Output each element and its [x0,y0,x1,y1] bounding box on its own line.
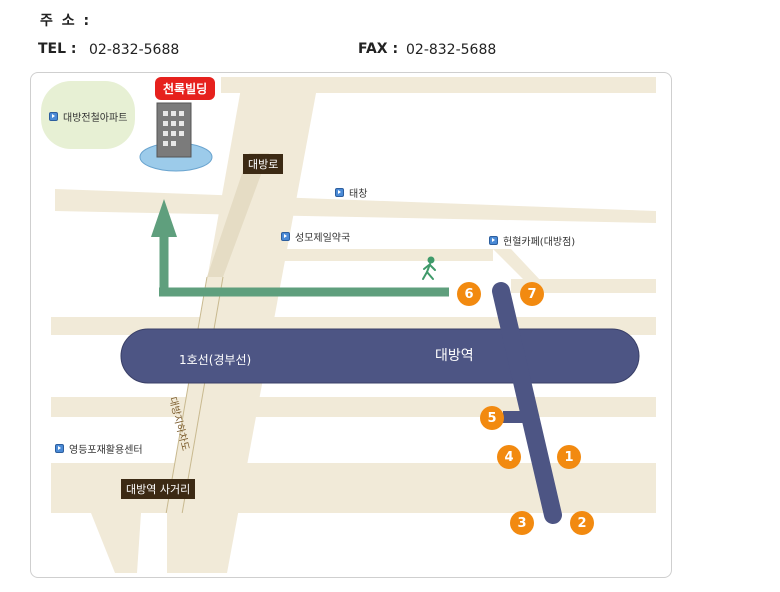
poi-bullet-icon [489,236,498,245]
road-pharmacy [261,249,493,261]
walking-person-icon [422,256,436,280]
tel-value: 02-832-5688 [89,42,180,58]
road-label-intersection: 대방역 사거리 [121,479,196,499]
fax-value: 02-832-5688 [406,42,497,58]
exit-6: 6 [457,282,481,306]
underpass-exit [137,513,167,573]
exit-2: 2 [570,511,594,535]
exit-4: 4 [497,445,521,469]
map-graphics [41,77,656,573]
tel-label: TEL : [38,41,77,57]
poi-recycle-center: 영등포재활용센터 [55,441,143,456]
poi-bullet-icon [55,444,64,453]
exit-7: 7 [520,282,544,306]
poi-bullet-icon [281,232,290,241]
station-name-label: 대방역 [435,348,474,364]
road-label-daebang-ro: 대방로 [243,154,284,174]
road-taechang [55,189,656,223]
poi-apartment: 대방전철아파트 [49,109,127,124]
road-exit7 [511,279,656,293]
building-name-label: 천록빌딩 [155,77,216,100]
route-arrow-icon [151,199,177,237]
address-label: 주 소 : [40,13,92,29]
rail-line-label: 1호선(경부선) [179,353,252,367]
poi-cafe: 헌혈카페(대방점) [489,233,575,248]
road-top [221,77,656,93]
underpass-strip [207,153,269,277]
station-corridor [492,282,562,524]
park-area [41,81,135,149]
poi-taechang: 태창 [335,185,367,200]
location-map: 천록빌딩 대방전철아파트 태창 성모제일약국 헌혈카페(대방점) 영등포재활용센… [30,72,672,578]
exit-3: 3 [510,511,534,535]
road-daebang [155,77,319,573]
fax-label: FAX : [358,41,399,57]
exit-5: 5 [480,406,504,430]
poi-bullet-icon [49,112,58,121]
exit-1: 1 [557,445,581,469]
road-below-rail [51,397,656,417]
building-icon [156,102,192,158]
poi-pharmacy: 성모제일약국 [281,229,350,244]
road-cafe-branch [493,249,541,281]
poi-bullet-icon [335,188,344,197]
